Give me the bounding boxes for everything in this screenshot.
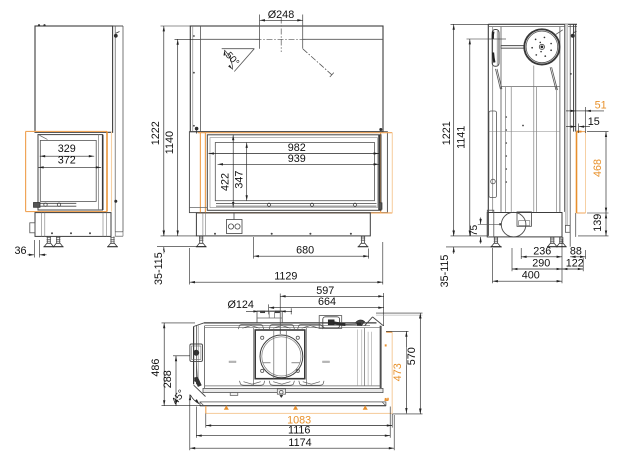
svg-text:236: 236 [533,245,551,257]
svg-text:1141: 1141 [456,126,468,149]
svg-text:1221: 1221 [441,121,453,145]
svg-text:35-115: 35-115 [153,252,165,285]
svg-text:Ø248: Ø248 [268,9,294,21]
svg-text:1174: 1174 [288,437,311,449]
svg-text:1222: 1222 [150,121,162,145]
svg-text:982: 982 [288,142,306,154]
svg-text:36: 36 [14,245,26,257]
svg-text:347: 347 [233,171,245,189]
svg-text:473: 473 [392,363,404,381]
svg-text:75: 75 [469,225,480,237]
svg-text:939: 939 [288,153,306,165]
svg-text:680: 680 [296,245,314,257]
svg-text:1116: 1116 [288,425,310,437]
svg-text:35-115: 35-115 [439,255,451,288]
svg-text:400: 400 [522,270,540,282]
svg-text:372: 372 [58,154,76,166]
svg-text:88: 88 [570,245,582,257]
svg-text:122: 122 [566,258,584,270]
svg-text:290: 290 [532,258,550,270]
svg-text:1083: 1083 [287,415,311,427]
svg-text:139: 139 [592,214,604,232]
svg-text:1129: 1129 [274,271,297,283]
svg-text:570: 570 [406,347,418,365]
svg-text:329: 329 [58,143,76,155]
svg-text:664: 664 [318,296,336,308]
svg-text:486: 486 [150,359,162,377]
svg-text:51: 51 [595,100,607,112]
svg-text:597: 597 [316,285,334,297]
svg-text:288: 288 [162,370,174,388]
svg-text:422: 422 [219,173,231,191]
svg-text:468: 468 [592,159,604,177]
svg-text:1140: 1140 [164,131,176,154]
svg-text:15: 15 [588,116,600,128]
svg-text:Ø124: Ø124 [227,299,253,311]
